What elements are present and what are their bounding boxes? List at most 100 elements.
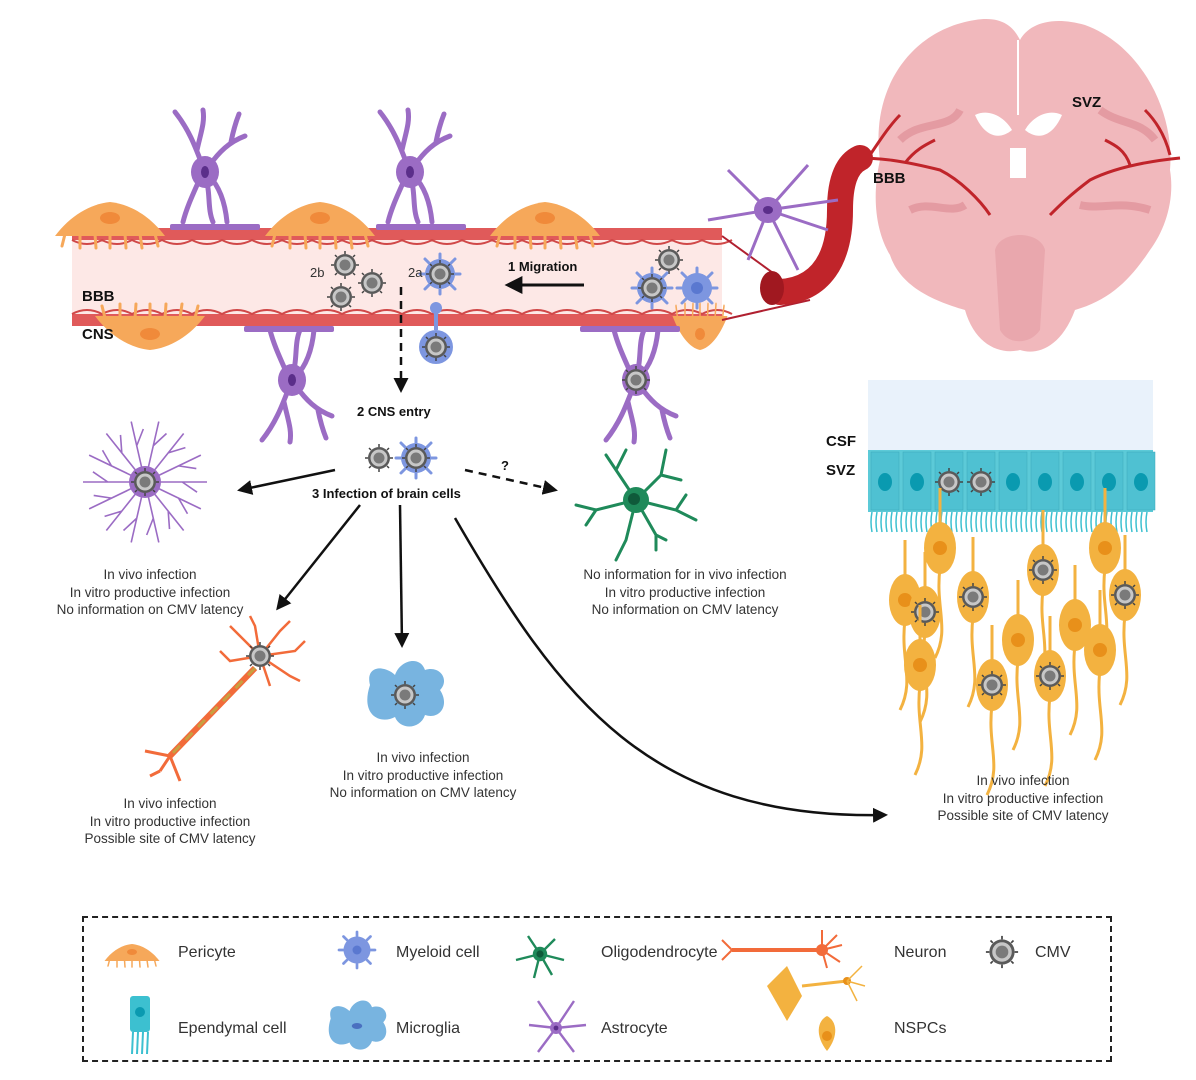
cilium [1075, 511, 1078, 533]
oligodendrocyte-findings: No information for in vivo infection In … [583, 567, 787, 617]
cmv-virion-entry [364, 443, 394, 473]
cmv-in-ependymal [966, 467, 996, 497]
cmv-virion [654, 245, 684, 275]
cmv-in-nspc [910, 597, 940, 627]
infected-myeloid-cell-2 [630, 266, 674, 310]
cmv-in-nspc [977, 670, 1007, 700]
astrocyte-endfoot [244, 326, 334, 332]
zoom-line-bottom [721, 299, 811, 321]
infected-myeloid-entry [394, 436, 438, 480]
legend-oligodendrocyte-icon [515, 935, 565, 979]
cilium [1070, 511, 1073, 533]
cilium [980, 511, 983, 533]
legend-label-oligodendrocyte: Oligodendrocyte [601, 944, 718, 961]
cilium [905, 511, 908, 533]
myeloid-cell [675, 266, 719, 310]
brain-arteries [854, 108, 1181, 217]
cilium [970, 511, 973, 533]
astrocyte-findings: In vivo infection In vitro productive in… [56, 567, 244, 617]
nspc-process [1118, 614, 1129, 706]
arrow-to-neuron [276, 504, 361, 611]
cilium [1050, 511, 1053, 533]
cmv-in-astrocyte [130, 467, 160, 497]
nspc-process [1043, 695, 1054, 787]
astrocyte-top-2 [376, 110, 466, 230]
unknown-marker: ? [501, 458, 509, 473]
microglia-findings: In vivo infection In vitro productive in… [329, 750, 517, 800]
cilium [1115, 511, 1118, 533]
microglia-infected [367, 660, 445, 727]
nspc-process [913, 684, 924, 776]
brain-coronal-section [875, 19, 1172, 352]
nspc-nucleus [933, 541, 947, 555]
step-2b-label: 2b [310, 265, 325, 280]
cilium [1035, 511, 1038, 533]
cilium [1145, 511, 1148, 533]
astrocyte-endfoot [580, 326, 680, 332]
bbb-label: BBB [82, 288, 115, 305]
cilium [960, 511, 963, 533]
nspc-process [1068, 644, 1079, 736]
ependymal-nucleus [1134, 473, 1148, 491]
nspc-nucleus [1093, 643, 1107, 657]
nspc-nucleus [1068, 618, 1082, 632]
oligodendrocyte [574, 448, 698, 562]
cilium [890, 511, 893, 533]
cmv-in-nspc [958, 582, 988, 612]
cilium [870, 511, 873, 533]
legend-label-cmv: CMV [1035, 944, 1071, 961]
ependymal-nucleus [1006, 473, 1020, 491]
cmv-in-astrocyte [621, 365, 651, 395]
nspc-findings: In vivo infection In vitro productive in… [937, 773, 1109, 823]
transmigrating-myeloid-cell [419, 302, 453, 364]
ependymal-nucleus [1070, 473, 1084, 491]
arrow-to-oligodendrocyte [464, 468, 558, 495]
cilium [985, 511, 988, 533]
legend-myeloid-icon [337, 930, 377, 970]
cilium [1060, 511, 1063, 533]
cilium [1085, 511, 1088, 533]
cilium [965, 511, 968, 533]
ependymal-nucleus [910, 473, 924, 491]
step-cns-entry-label: 2 CNS entry [357, 404, 431, 419]
cilium [1120, 511, 1123, 533]
arrow-to-nspcs [453, 517, 888, 823]
cilium [1090, 511, 1093, 533]
astrocyte-top-1 [170, 110, 260, 230]
legend-microglia-icon [328, 1000, 387, 1050]
cilium [1140, 511, 1143, 533]
legend-label-ependymal-cell: Ependymal cell [178, 1020, 287, 1037]
cmv-in-nspc [1035, 661, 1065, 691]
cilium [975, 511, 978, 533]
astrocyte-bottom-1 [262, 330, 332, 442]
step-2a-label: 2a [408, 265, 423, 280]
ependymal-nucleus [1102, 473, 1116, 491]
legend-label-myeloid-cell: Myeloid cell [396, 944, 480, 961]
cmv-in-nspc [1028, 555, 1058, 585]
nspc-process [1011, 659, 1022, 751]
legend-ependymal-icon [130, 996, 150, 1055]
nspc-nucleus [1011, 633, 1025, 647]
neuron-findings: In vivo infection In vitro productive in… [84, 796, 256, 846]
svz-panel [868, 380, 1156, 796]
legend-nspcs-icon [767, 965, 866, 1051]
astrocyte-infected [83, 421, 207, 543]
nspc-nucleus [898, 593, 912, 607]
cilium [1005, 511, 1008, 533]
cilium [1030, 511, 1033, 533]
cilium [925, 511, 928, 533]
infected-myeloid-cell [418, 252, 462, 296]
nspc-process [985, 704, 996, 796]
cns-label: CNS [82, 326, 114, 343]
neuron-infected [144, 615, 306, 782]
cilium [1045, 511, 1048, 533]
cilium [915, 511, 918, 533]
svz-label: SVZ [826, 462, 856, 479]
cilium [1135, 511, 1138, 533]
cilium [1130, 511, 1133, 533]
cilium [1000, 511, 1003, 533]
astrocyte-perivascular [707, 164, 839, 271]
legend-label-neuron: Neuron [894, 944, 947, 961]
cilium [920, 511, 923, 533]
legend-label-nspcs: NSPCs [894, 1020, 947, 1037]
